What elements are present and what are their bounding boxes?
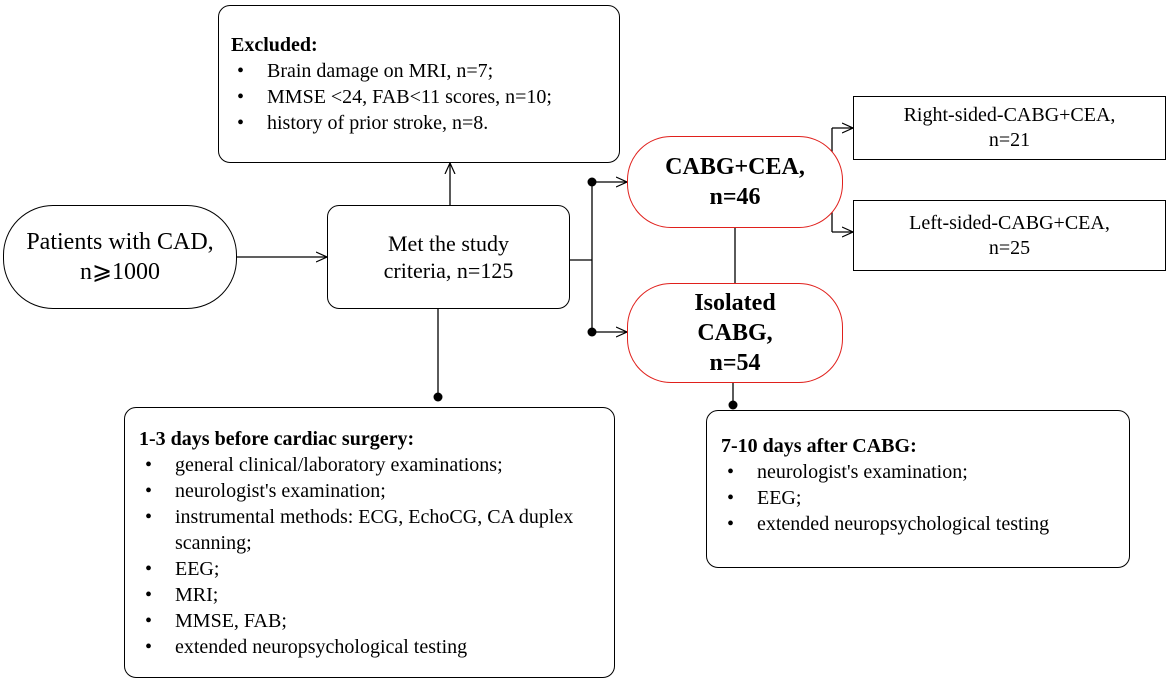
isolated-cabg-node: Isolated CABG, n=54 — [627, 283, 843, 383]
before-item: extended neuropsychological testing — [139, 634, 600, 660]
criteria-line2: criteria, n=125 — [383, 258, 514, 283]
after-cabg-title: 7-10 days after CABG: — [721, 435, 917, 457]
right-sided-box: Right-sided-CABG+CEA, n=21 — [853, 96, 1166, 160]
dot-after — [728, 400, 738, 410]
before-surgery-title: 1-3 days before cardiac surgery: — [139, 428, 415, 450]
excluded-item: Brain damage on MRI, n=7; — [231, 58, 609, 84]
before-item: MMSE, FAB; — [139, 608, 600, 634]
excluded-box: Excluded: Brain damage on MRI, n=7; MMSE… — [218, 5, 620, 163]
isolated-line2: CABG, — [697, 320, 773, 346]
cabg-cea-count: n=46 — [709, 184, 761, 210]
isolated-count: n=54 — [709, 350, 761, 376]
before-item: neurologist's examination; — [139, 478, 600, 504]
patients-node: Patients with CAD, n⩾1000 — [3, 205, 237, 309]
cabg-cea-node: CABG+CEA, n=46 — [627, 136, 843, 228]
right-sided-count: n=21 — [988, 129, 1031, 151]
excluded-item: history of prior stroke, n=8. — [231, 110, 609, 136]
criteria-line1: Met the study — [388, 231, 509, 256]
excluded-item: MMSE <24, FAB<11 scores, n=10; — [231, 84, 609, 110]
criteria-box: Met the study criteria, n=125 — [327, 205, 570, 309]
left-sided-count: n=25 — [988, 236, 1031, 259]
before-item: instrumental methods: ECG, EchoCG, CA du… — [139, 504, 600, 556]
after-item: EEG; — [721, 485, 1119, 511]
after-item: neurologist's examination; — [721, 459, 1119, 485]
after-item: extended neuropsychological testing — [721, 511, 1119, 537]
before-item: EEG; — [139, 556, 600, 582]
left-sided-box: Left-sided-CABG+CEA, n=25 — [853, 200, 1166, 271]
cabg-cea-label: CABG+CEA, — [665, 154, 805, 180]
after-cabg-box: 7-10 days after CABG: neurologist's exam… — [706, 410, 1130, 568]
excluded-title: Excluded: — [231, 34, 318, 56]
before-item: MRI; — [139, 582, 600, 608]
right-sided-label: Right-sided-CABG+CEA, — [903, 104, 1116, 126]
before-item: general clinical/laboratory examinations… — [139, 452, 600, 478]
dot-before — [433, 392, 443, 402]
dot-branch-top — [587, 177, 597, 187]
dot-branch-bottom — [587, 327, 597, 337]
before-surgery-box: 1-3 days before cardiac surgery: general… — [124, 407, 615, 678]
patients-count: n⩾1000 — [79, 259, 161, 285]
patients-label: Patients with CAD, — [26, 229, 214, 255]
isolated-line1: Isolated — [694, 290, 776, 316]
left-sided-label: Left-sided-CABG+CEA, — [909, 211, 1110, 234]
